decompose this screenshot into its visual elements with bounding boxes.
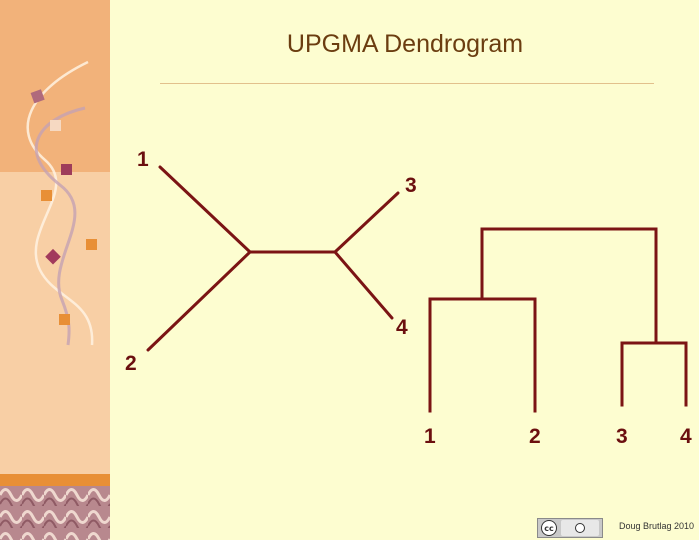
slide-title: UPGMA Dendrogram [286, 30, 524, 58]
sidebar-band-light [0, 172, 110, 474]
dna-marker [50, 120, 61, 131]
unrooted-tip-label-3: 3 [405, 174, 417, 197]
unrooted-branch-tip-1 [158, 165, 252, 254]
dna-strand-a [26, 60, 94, 346]
dendrogram-leaf-label-3: 3 [616, 425, 628, 448]
dendrogram-leaf-label-4: 4 [680, 425, 692, 448]
sidebar-decoration [0, 0, 110, 540]
dna-marker [45, 248, 61, 265]
attribution-icon [561, 520, 599, 536]
title-divider [160, 83, 654, 84]
cc-logo-icon: cc [541, 520, 557, 536]
unrooted-tip-label-1: 1 [137, 148, 149, 171]
unrooted-tip-label-2: 2 [125, 352, 137, 375]
dna-marker [30, 89, 45, 104]
unrooted-branch-tip-4 [333, 250, 394, 320]
dna-marker [41, 190, 52, 201]
dna-marker [61, 164, 72, 175]
creative-commons-by-icon: cc [537, 518, 603, 538]
sidebar-swirl-pattern [0, 486, 110, 540]
sidebar-band-dark [0, 0, 110, 172]
sidebar-band-accent [0, 474, 110, 486]
author-credit: Doug Brutlag 2010 [619, 521, 695, 531]
dendrogram-leaf-label-2: 2 [529, 425, 541, 448]
unrooted-tree [146, 165, 400, 352]
unrooted-branch-tip-2 [146, 250, 252, 352]
unrooted-tip-label-4: 4 [396, 316, 408, 339]
dna-marker [86, 239, 97, 250]
unrooted-branch-tip-3 [333, 191, 400, 254]
dna-marker [59, 314, 70, 325]
dendrogram [428, 227, 688, 413]
dendrogram-leaf-label-1: 1 [424, 425, 436, 448]
